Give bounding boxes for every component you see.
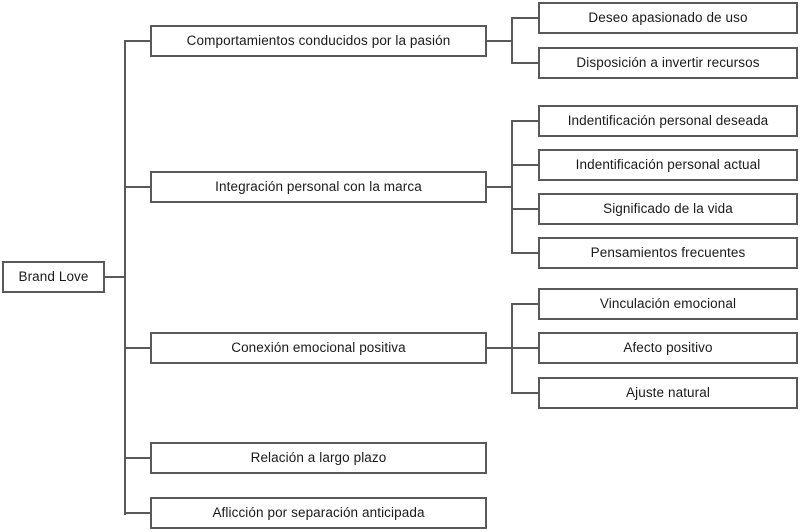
connector-branch-3-stub [486, 347, 513, 349]
node-branch-comportamientos-conducidos-por-la-pasion[interactable]: Comportamientos conducidos por la pasión [150, 25, 487, 57]
connector-branch-3-child-2 [511, 347, 539, 349]
connector-branch-3-child-1 [511, 303, 539, 305]
connector-branch-1-subtrunk [511, 17, 513, 63]
connector-branch-2-subtrunk [511, 120, 513, 253]
node-branch-relacion-a-largo-plazo[interactable]: Relación a largo plazo [150, 442, 487, 474]
node-branch-conexion-emocional-positiva[interactable]: Conexión emocional positiva [150, 332, 487, 364]
connector-main-trunk [124, 41, 126, 515]
node-leaf-indentificacion-personal-actual[interactable]: Indentificación personal actual [538, 149, 798, 181]
connector-root-stub [103, 276, 126, 278]
node-leaf-disposicion-a-invertir-recursos[interactable]: Disposición a invertir recursos [538, 47, 798, 79]
node-leaf-ajuste-natural[interactable]: Ajuste natural [538, 377, 798, 409]
connector-branch-3-child-3 [511, 392, 539, 394]
node-leaf-afecto-positivo[interactable]: Afecto positivo [538, 332, 798, 364]
node-leaf-pensamientos-frecuentes[interactable]: Pensamientos frecuentes [538, 237, 798, 269]
connector-trunk-to-branch-3 [124, 347, 151, 349]
connector-trunk-to-branch-2 [124, 186, 151, 188]
connector-trunk-to-branch-4 [124, 457, 151, 459]
connector-branch-2-stub [486, 186, 513, 188]
connector-branch-2-child-3 [511, 208, 539, 210]
connector-trunk-to-branch-1 [124, 40, 151, 42]
node-leaf-deseo-apasionado-de-uso[interactable]: Deseo apasionado de uso [538, 2, 798, 34]
connector-branch-2-child-1 [511, 120, 539, 122]
connector-branch-2-child-4 [511, 252, 539, 254]
connector-trunk-to-branch-5 [124, 512, 151, 514]
connector-branch-2-child-2 [511, 164, 539, 166]
node-root-brand-love[interactable]: Brand Love [2, 261, 105, 293]
node-branch-afliccion-por-separacion-anticipada[interactable]: Aflicción por separación anticipada [150, 497, 487, 529]
connector-branch-1-child-2 [511, 62, 539, 64]
node-leaf-significado-de-la-vida[interactable]: Significado de la vida [538, 193, 798, 225]
connector-branch-1-child-1 [511, 17, 539, 19]
connector-branch-1-stub [486, 40, 513, 42]
node-leaf-indentificacion-personal-deseada[interactable]: Indentificación personal deseada [538, 105, 798, 137]
node-leaf-vinculacion-emocional[interactable]: Vinculación emocional [538, 288, 798, 320]
node-branch-integracion-personal-con-la-marca[interactable]: Integración personal con la marca [150, 171, 487, 203]
